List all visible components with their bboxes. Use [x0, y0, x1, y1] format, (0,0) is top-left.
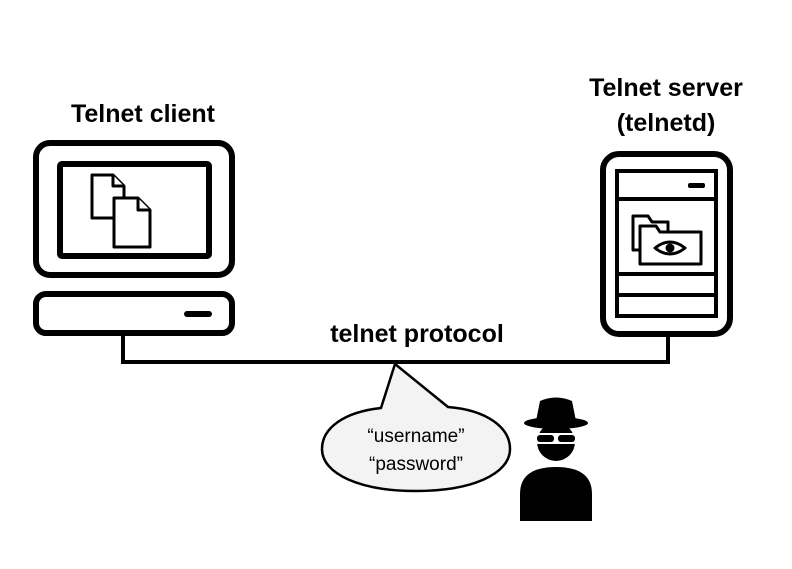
- speech-bubble: [320, 362, 512, 493]
- eavesdropper-icon: [520, 397, 592, 521]
- client-drive-slot: [184, 311, 212, 317]
- connection-label: telnet protocol: [330, 320, 504, 348]
- telnet-connection: telnet protocol: [121, 320, 670, 364]
- password-text: “password”: [369, 454, 463, 475]
- client-base: [33, 291, 235, 336]
- telnet-server: Telnet server (telnetd): [589, 74, 743, 337]
- server-label-line2: (telnetd): [617, 109, 716, 137]
- server-label-line1: Telnet server: [589, 74, 743, 102]
- connection-line: [121, 333, 670, 364]
- documents-icon: [90, 173, 152, 249]
- server-drive-slot: [688, 183, 705, 188]
- telnet-client: Telnet client: [33, 100, 235, 336]
- folder-eye-icon: [631, 214, 703, 266]
- username-text: “username”: [367, 426, 464, 447]
- client-label: Telnet client: [71, 100, 216, 128]
- credentials-bubble: “username” “password”: [320, 362, 512, 493]
